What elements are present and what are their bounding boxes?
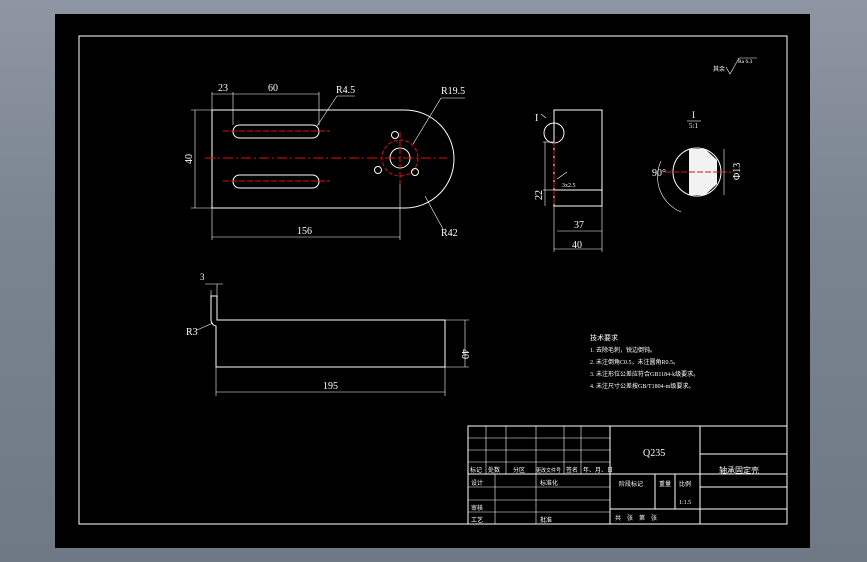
- tb-approve: 批准: [540, 516, 552, 524]
- tb-date: 年、月、日: [583, 466, 613, 474]
- tb-zone: 分区: [513, 466, 525, 474]
- bolt-hole-2: [374, 166, 382, 174]
- detail-dia: Φ13: [732, 163, 743, 180]
- tb-design: 设计: [471, 479, 483, 487]
- bolt-hole-3: [411, 168, 419, 176]
- dim-22: 22: [534, 190, 545, 200]
- tb-scale-value: 1:1.5: [679, 500, 691, 506]
- dim-60: 60: [268, 83, 278, 94]
- tb-standardize: 标准化: [540, 479, 558, 487]
- detail-scale: 5:1: [689, 122, 698, 130]
- dim-r3: R3: [186, 327, 198, 338]
- tb-sign: 签名: [566, 466, 578, 474]
- dim-40-top: 40: [184, 154, 195, 164]
- front-view-outline: [210, 295, 446, 368]
- cad-drawing: 23 60 R4.5 R19.5 40 156 R42 I 22: [78, 35, 788, 525]
- title-block: 标记 处数 分区 更改文件号 签名 年、月、日 设计 标准化 审核 工艺 批准 …: [467, 425, 788, 525]
- top-view-outline: [211, 109, 455, 209]
- dim-156: 156: [297, 226, 312, 237]
- tb-change-doc: 更改文件号: [536, 467, 561, 474]
- tech-req-line-2: 2. 未注倒角C0.5，未注圆角R0.5。: [590, 358, 679, 366]
- tb-scale-label: 比例: [679, 480, 691, 488]
- tb-weight: 重量: [659, 480, 671, 488]
- dim-40-side: 40: [572, 240, 582, 251]
- roughness-label: 其余: [713, 65, 725, 73]
- tech-req-line-3: 3. 未注形位公差应符合GB1184-k级要求。: [590, 370, 699, 378]
- tech-req-line-4: 4. 未注尺寸公差按GB/T1804-m级要求。: [590, 382, 694, 390]
- tb-review: 审核: [471, 504, 483, 512]
- tb-part-name: 轴承固定壳: [719, 465, 759, 475]
- drawing-border: [78, 35, 788, 525]
- tech-req-title: 技术要求: [590, 333, 618, 342]
- drawing-sheet: 23 60 R4.5 R19.5 40 156 R42 I 22: [55, 14, 810, 548]
- detail-title: I: [692, 110, 695, 120]
- dim-195: 195: [323, 381, 338, 392]
- dim-r42: R42: [441, 228, 458, 239]
- roughness-symbol: 其余 Ra 6.3: [713, 57, 757, 75]
- side-view: I 22 3x2.5 37 40: [534, 109, 603, 252]
- dim-3: 3: [200, 272, 205, 282]
- dim-37: 37: [574, 220, 584, 231]
- callout-i: I: [535, 113, 538, 124]
- dim-23: 23: [218, 83, 228, 94]
- small-note: 3x2.5: [562, 183, 576, 189]
- detail-view: I 5:1 90° Φ13: [652, 110, 743, 213]
- tb-sheets: 共 张 第 张: [615, 514, 657, 522]
- tb-material: Q235: [643, 448, 665, 459]
- front-view: 3 R3 40 195: [186, 272, 470, 396]
- dim-r4-5: R4.5: [336, 85, 355, 96]
- technical-requirements: 技术要求 1. 去除毛刺，锐边倒钝。 2. 未注倒角C0.5，未注圆角R0.5。…: [590, 333, 699, 390]
- dim-r19-5: R19.5: [441, 86, 465, 97]
- bolt-hole-1: [391, 131, 399, 139]
- detail-angle: 90°: [652, 168, 666, 179]
- tech-req-line-1: 1. 去除毛刺，锐边倒钝。: [590, 346, 656, 354]
- tb-mark: 标记: [470, 466, 482, 474]
- roughness-value: Ra 6.3: [738, 59, 753, 65]
- tb-stage-mark: 阶段标记: [619, 480, 643, 488]
- dim-40-front: 40: [459, 349, 470, 359]
- top-view: 23 60 R4.5 R19.5 40 156 R42: [184, 83, 465, 240]
- side-view-outline: [553, 109, 603, 207]
- tb-count: 处数: [488, 466, 500, 474]
- tb-process: 工艺: [471, 516, 483, 524]
